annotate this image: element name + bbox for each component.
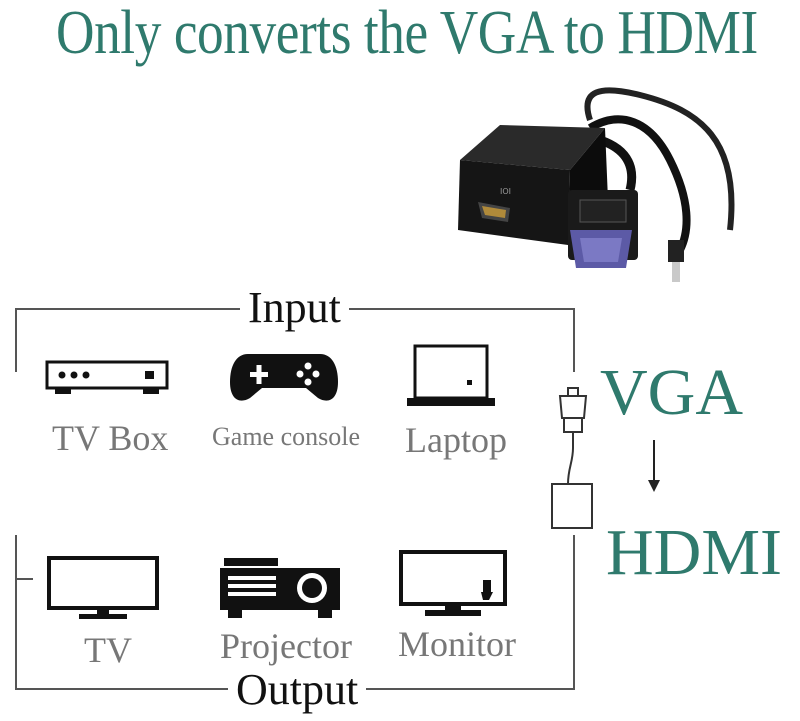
gamepad-icon	[230, 354, 338, 401]
output-title: Output	[228, 668, 367, 712]
svg-text:IOI: IOI	[500, 187, 511, 196]
monitor-icon	[399, 550, 507, 616]
vga-label: VGA	[600, 356, 743, 429]
laptop-icon	[407, 344, 495, 406]
device-label-projector: Projector	[220, 626, 352, 666]
arrow-down-icon	[648, 440, 660, 492]
device-label-laptop: Laptop	[405, 420, 507, 460]
hdmi-label: HDMI	[606, 516, 782, 589]
projector-icon	[220, 558, 340, 618]
tv-icon	[47, 556, 159, 619]
headline: Only converts the VGA to HDMI	[56, 0, 758, 67]
vga-cable-icon	[551, 387, 593, 529]
device-label-monitor: Monitor	[398, 624, 517, 664]
device-label-game-console: Game console	[212, 422, 361, 451]
output-frame-left-notch	[15, 578, 33, 580]
vga-hdmi-adapter-image: IOI	[458, 87, 735, 282]
device-label-tv: TV	[84, 630, 132, 670]
tv-box-icon	[45, 360, 169, 394]
device-label-tv-box: TV Box	[52, 418, 169, 458]
input-title: Input	[240, 286, 349, 330]
